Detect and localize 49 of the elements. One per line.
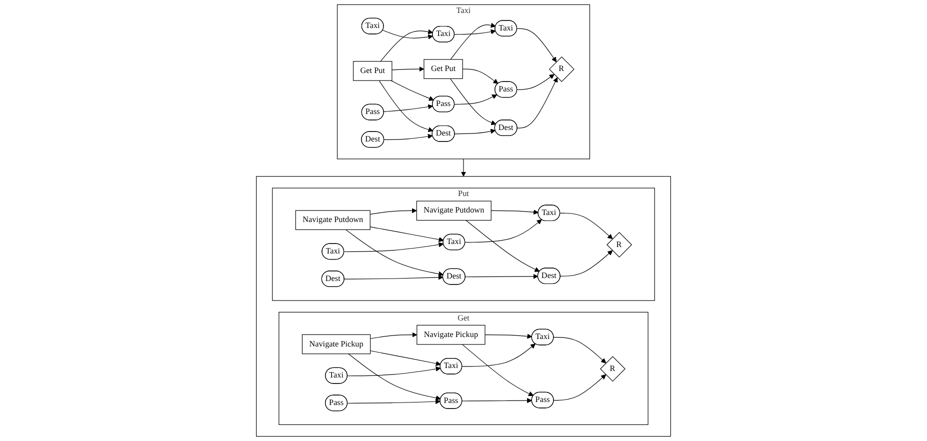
node-box: Get Put	[424, 59, 463, 79]
arrow	[490, 210, 539, 215]
arrow	[348, 354, 441, 400]
arrow	[462, 68, 498, 84]
arrow	[347, 366, 441, 376]
arrow	[384, 134, 433, 140]
node-diamond: R	[606, 232, 632, 258]
arrow	[516, 74, 554, 90]
arrow	[462, 344, 536, 367]
node-box: Navigate Putdown	[416, 200, 492, 221]
arrow	[466, 220, 540, 272]
arrow	[560, 250, 613, 276]
arrow	[516, 28, 557, 62]
arrow	[454, 94, 498, 105]
node-box: Get Put	[352, 61, 392, 81]
arrow	[346, 229, 444, 276]
arrow	[384, 104, 434, 112]
arrow	[460, 158, 466, 177]
arrow	[370, 208, 417, 215]
arrow	[380, 29, 434, 62]
arrow	[462, 398, 532, 404]
arrow	[450, 22, 496, 60]
arrow	[465, 274, 538, 279]
arrow	[454, 128, 496, 134]
arrow	[484, 334, 532, 339]
arrow	[344, 242, 444, 252]
arrow	[390, 80, 434, 101]
arrow	[560, 212, 613, 240]
arrow	[454, 29, 496, 35]
arrow	[450, 78, 496, 126]
node-box: Navigate Pickup	[416, 324, 486, 345]
node-diamond: R	[600, 356, 626, 382]
arrow	[554, 374, 606, 401]
node-box: Navigate Putdown	[295, 210, 370, 230]
arrow	[370, 332, 418, 339]
arrow	[462, 344, 534, 396]
arrow	[464, 219, 542, 243]
arrow	[370, 226, 444, 242]
arrow	[382, 30, 434, 40]
cluster	[256, 176, 671, 437]
node-box: Navigate Pickup	[302, 334, 371, 354]
arrow	[517, 77, 558, 128]
arrow	[392, 66, 424, 72]
arrow	[378, 80, 434, 132]
arrow	[370, 350, 441, 366]
arrow	[347, 399, 441, 404]
arrow	[344, 274, 444, 280]
arrow	[553, 336, 606, 364]
node-diamond: R	[548, 56, 574, 82]
